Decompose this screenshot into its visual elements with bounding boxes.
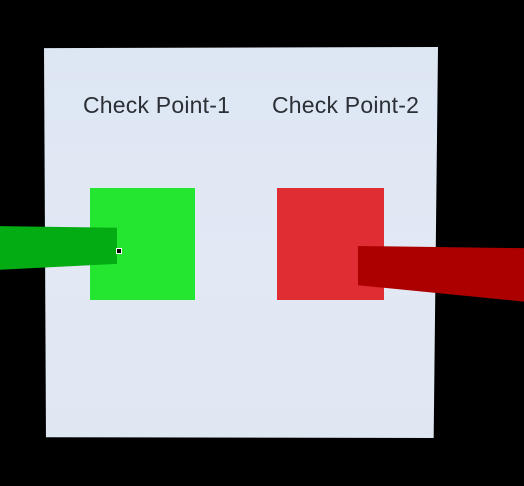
checkpoint-1-label: Check Point-1 xyxy=(83,92,231,118)
checkpoint-2-label: Check Point-2 xyxy=(272,92,420,118)
green-beam xyxy=(0,226,117,270)
crosshair-icon xyxy=(116,248,122,254)
